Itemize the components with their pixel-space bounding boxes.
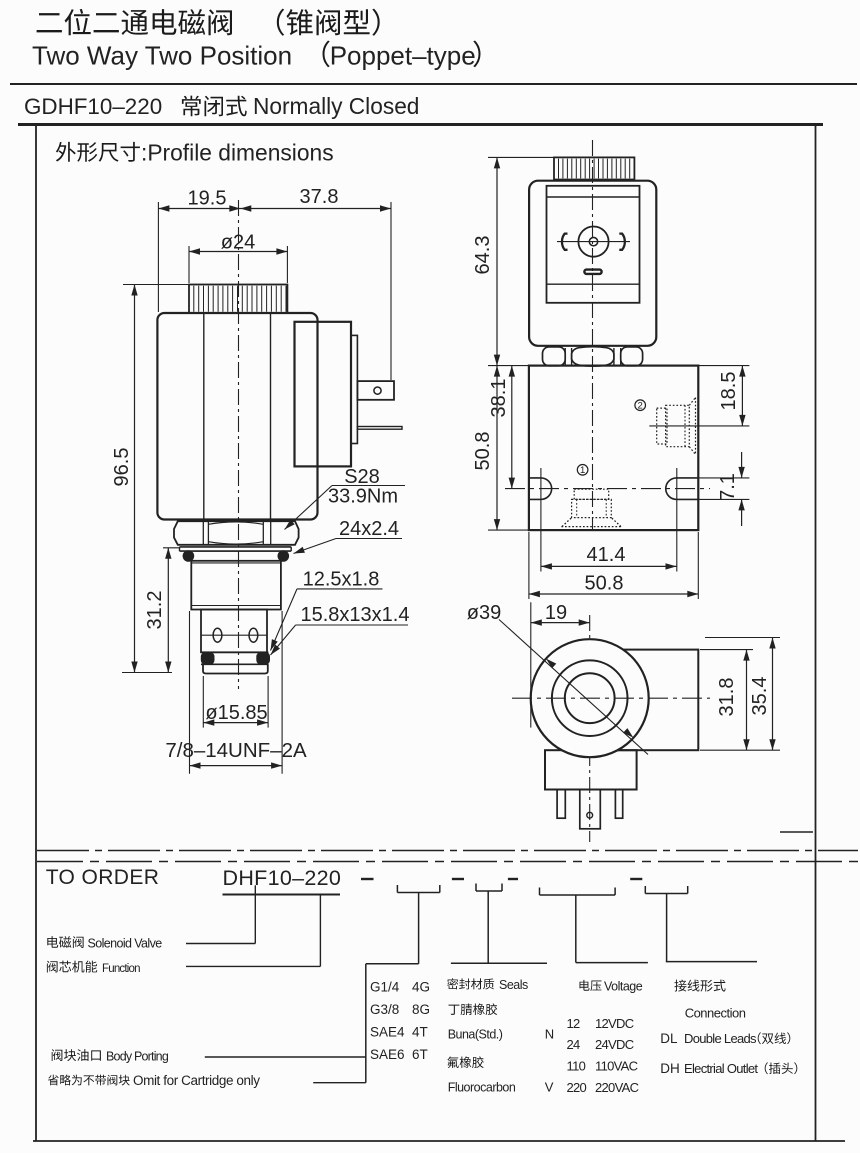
svg-text:Connection: Connection: [685, 1006, 746, 1021]
svg-text:DH: DH: [660, 1061, 680, 1076]
svg-text:24VDC: 24VDC: [595, 1037, 634, 1052]
svg-text:Fluorocarbon: Fluorocarbon: [448, 1081, 516, 1095]
svg-text:S28: S28: [344, 466, 380, 488]
svg-text:2: 2: [638, 401, 643, 412]
svg-text:12.5x1.8: 12.5x1.8: [303, 569, 380, 591]
svg-text:Seals: Seals: [499, 978, 528, 992]
svg-text:19: 19: [545, 602, 567, 624]
svg-text:GDHF10–220: GDHF10–220: [24, 94, 162, 119]
svg-text:41.4: 41.4: [587, 544, 626, 566]
svg-text:31.2: 31.2: [144, 591, 166, 630]
svg-text:DHF10–220: DHF10–220: [223, 866, 342, 890]
svg-text:220: 220: [567, 1080, 587, 1095]
svg-text:24: 24: [567, 1037, 581, 1052]
svg-text:SAE6: SAE6: [370, 1047, 405, 1062]
svg-text:4G: 4G: [412, 980, 430, 995]
svg-text:Omit for Cartridge only: Omit for Cartridge only: [133, 1073, 260, 1088]
svg-text:6T: 6T: [412, 1047, 428, 1062]
svg-text:7.1: 7.1: [717, 473, 739, 501]
svg-text:G3/8: G3/8: [370, 1002, 399, 1017]
svg-text:15.8x13x1.4: 15.8x13x1.4: [301, 604, 410, 626]
svg-text:37.8: 37.8: [300, 186, 339, 208]
svg-text:Body Porting: Body Porting: [106, 1050, 169, 1064]
svg-text:Electrial Outlet: Electrial Outlet: [684, 1061, 758, 1076]
svg-text:110: 110: [567, 1059, 586, 1074]
svg-text::Profile dimensions: :Profile dimensions: [141, 140, 334, 166]
svg-text:8G: 8G: [412, 1002, 430, 1017]
svg-text:19.5: 19.5: [188, 188, 227, 210]
svg-text:64.3: 64.3: [472, 236, 494, 275]
svg-text:18.5: 18.5: [718, 372, 740, 411]
svg-text:Voltage: Voltage: [604, 980, 643, 994]
svg-text:V: V: [545, 1080, 554, 1095]
svg-text:ø39: ø39: [467, 602, 501, 624]
svg-text:38.1: 38.1: [488, 379, 510, 418]
svg-text:Poppet–type: Poppet–type: [330, 41, 476, 71]
svg-text:Double Leads: Double Leads: [684, 1031, 757, 1046]
svg-text:DL: DL: [660, 1031, 678, 1046]
svg-text:Function: Function: [102, 963, 140, 975]
svg-text:Two Way Two Position: Two Way Two Position: [32, 41, 292, 71]
svg-text:ø24: ø24: [221, 232, 255, 254]
svg-text:12: 12: [567, 1016, 581, 1031]
svg-text:SAE4: SAE4: [370, 1025, 405, 1040]
svg-text:35.4: 35.4: [749, 677, 771, 716]
svg-text:TO ORDER: TO ORDER: [46, 866, 160, 889]
svg-text:24x2.4: 24x2.4: [339, 518, 399, 540]
svg-text:50.8: 50.8: [585, 573, 624, 595]
svg-text:N: N: [545, 1027, 554, 1042]
svg-text:96.5: 96.5: [111, 448, 133, 487]
svg-text:33.9Nm: 33.9Nm: [328, 486, 398, 508]
svg-text:ø15.85: ø15.85: [205, 702, 267, 724]
svg-text:12VDC: 12VDC: [595, 1016, 634, 1031]
svg-text:50.8: 50.8: [472, 432, 494, 471]
svg-text:Buna(Std.): Buna(Std.): [448, 1028, 503, 1042]
svg-text:Normally Closed: Normally Closed: [253, 93, 419, 119]
svg-text:7/8–14UNF–2A: 7/8–14UNF–2A: [165, 739, 307, 762]
svg-text:G1/4: G1/4: [370, 980, 400, 995]
svg-text:31.8: 31.8: [716, 678, 738, 717]
svg-text:110VAC: 110VAC: [595, 1059, 638, 1074]
svg-text:1: 1: [580, 465, 585, 476]
svg-text:Solenoid Valve: Solenoid Valve: [88, 937, 163, 951]
svg-text:4T: 4T: [412, 1025, 428, 1040]
svg-text:220VAC: 220VAC: [595, 1080, 639, 1095]
